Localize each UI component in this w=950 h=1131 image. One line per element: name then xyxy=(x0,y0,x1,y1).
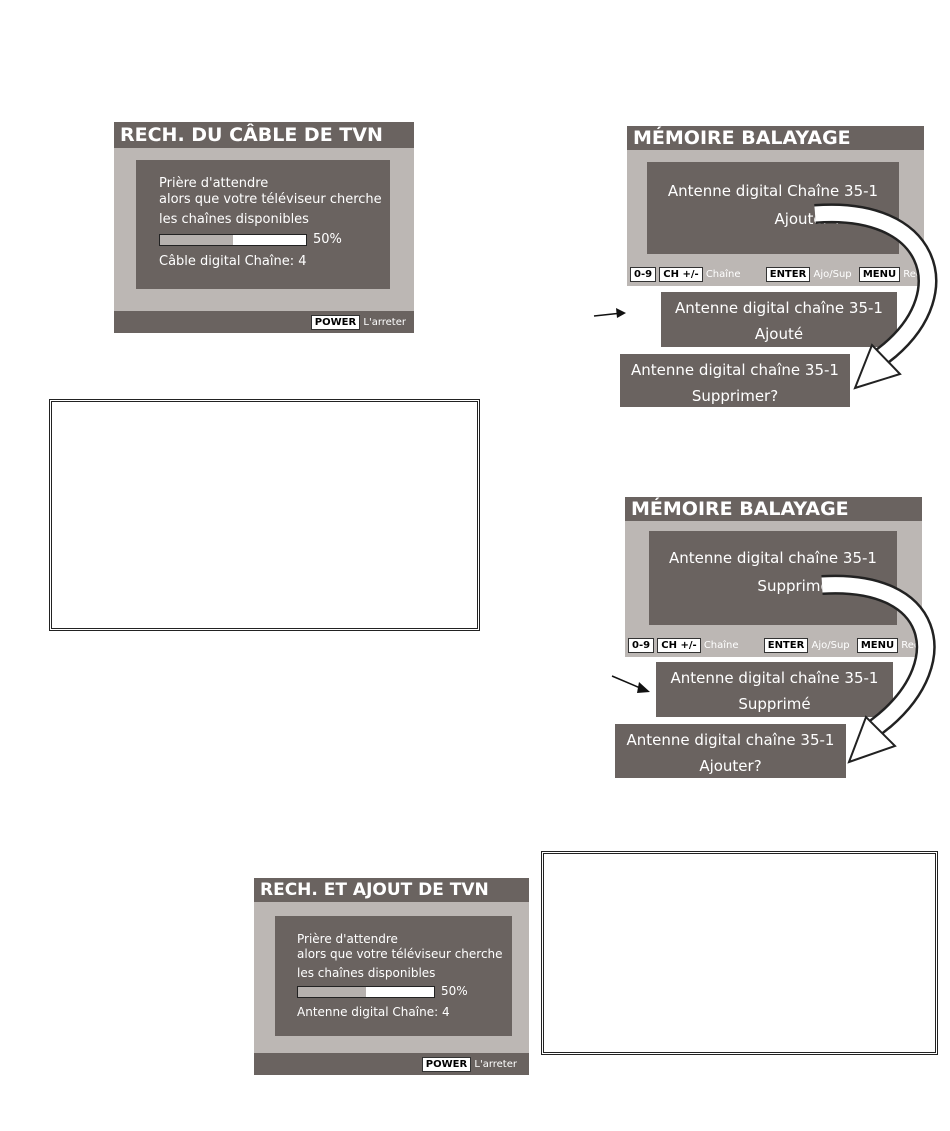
screen-footer: POWER L'arreter xyxy=(254,1053,529,1075)
power-key[interactable]: POWER xyxy=(421,1057,472,1072)
channel-status: Antenne digital Chaîne: 4 xyxy=(297,1005,450,1019)
enter-key-label: Ajo/Sup xyxy=(813,269,852,280)
progress-percent: 50% xyxy=(313,232,342,247)
popup-channel: Antenne digital chaîne 35-1 xyxy=(670,669,879,687)
popup-question: Ajouter? xyxy=(699,757,762,775)
added-popup: Antenne digital chaîne 35-1 Ajouté xyxy=(661,292,897,347)
channel-text: Antenne digital chaîne 35-1 xyxy=(669,549,877,567)
channel-text: Antenne digital Chaîne 35-1 xyxy=(667,182,879,200)
wait-text-2: alors que votre téléviseur cherche xyxy=(159,192,382,207)
antenna-search-screen: RECH. ET AJOUT DE TVN Prière d'attendre … xyxy=(254,878,529,1075)
popup-channel: Antenne digital chaîne 35-1 xyxy=(675,299,883,317)
power-key[interactable]: POWER xyxy=(310,315,361,330)
channel-key[interactable]: CH +/- xyxy=(659,267,703,282)
menu-key[interactable]: MENU xyxy=(858,267,901,282)
popup-channel: Antenne digital chaîne 35-1 xyxy=(631,361,839,379)
note-box-left xyxy=(49,399,480,631)
screen-body: Prière d'attendre alors que votre télévi… xyxy=(254,902,529,1053)
channel-key-label: Chaîne xyxy=(703,640,739,651)
wait-text-2: alors que votre téléviseur cherche xyxy=(297,947,503,961)
progress-bar xyxy=(297,985,435,998)
popup-question: Supprimer? xyxy=(691,387,779,405)
add-prompt-popup: Antenne digital chaîne 35-1 Ajouter? xyxy=(615,724,846,778)
screen-title: MÉMOIRE BALAYAGE xyxy=(625,497,922,521)
progress-fill xyxy=(160,235,233,245)
digits-key[interactable]: 0-9 xyxy=(630,267,657,282)
enter-key[interactable]: ENTER xyxy=(765,267,811,282)
curved-arrow-icon xyxy=(821,574,936,764)
screen-body: Prière d'attendre alors que votre télévi… xyxy=(114,148,414,311)
enter-key-label: Ajo/Sup xyxy=(811,640,850,651)
message-panel: Prière d'attendre alors que votre télévi… xyxy=(275,916,512,1036)
deleted-popup: Antenne digital chaîne 35-1 Supprimé xyxy=(656,662,893,717)
wait-text: Prière d'attendre xyxy=(297,932,398,946)
screen-title: RECH. ET AJOUT DE TVN xyxy=(254,878,529,902)
wait-text-3: les chaînes disponibles xyxy=(297,966,436,980)
delete-prompt-popup: Antenne digital chaîne 35-1 Supprimer? xyxy=(620,354,850,407)
screen-footer: POWER L'arreter xyxy=(114,311,414,333)
wait-text: Prière d'attendre xyxy=(159,176,269,191)
digits-key[interactable]: 0-9 xyxy=(628,638,655,653)
screen-footer: 0-9 CH +/- Chaîne ENTER Ajo/Sup MENU Rec… xyxy=(625,633,939,657)
power-action: L'arreter xyxy=(474,1059,517,1070)
pointer-arrow-icon xyxy=(611,675,650,693)
channel-status: Câble digital Chaîne: 4 xyxy=(159,254,307,269)
cable-search-screen: RECH. DU CÂBLE DE TVN Prière d'attendre … xyxy=(114,122,414,333)
memory-scan-add-screen: MÉMOIRE BALAYAGE Antenne digital Chaîne … xyxy=(627,126,941,286)
progress-bar xyxy=(159,234,307,246)
screen-body: Antenne digital Chaîne 35-1 Ajouter ? xyxy=(627,150,924,262)
popup-channel: Antenne digital chaîne 35-1 xyxy=(626,731,835,749)
channel-key[interactable]: CH +/- xyxy=(657,638,701,653)
screen-title: MÉMOIRE BALAYAGE xyxy=(627,126,924,150)
memory-scan-delete-screen: MÉMOIRE BALAYAGE Antenne digital chaîne … xyxy=(625,497,939,657)
screen-body: Antenne digital chaîne 35-1 Supprimer ? xyxy=(625,521,922,633)
wait-text-3: les chaînes disponibles xyxy=(159,212,309,227)
progress-percent: 50% xyxy=(441,984,468,998)
screen-title: RECH. DU CÂBLE DE TVN xyxy=(114,122,414,148)
curved-arrow-icon xyxy=(814,203,938,390)
note-box-right xyxy=(541,851,938,1055)
power-action: L'arreter xyxy=(363,317,406,328)
enter-key[interactable]: ENTER xyxy=(763,638,809,653)
menu-key[interactable]: MENU xyxy=(856,638,899,653)
message-panel: Prière d'attendre alors que votre télévi… xyxy=(136,160,390,289)
popup-status: Supprimé xyxy=(738,695,811,713)
popup-status: Ajouté xyxy=(754,325,804,343)
progress-fill xyxy=(298,986,366,997)
pointer-arrow-icon xyxy=(593,308,626,318)
channel-key-label: Chaîne xyxy=(705,269,741,280)
